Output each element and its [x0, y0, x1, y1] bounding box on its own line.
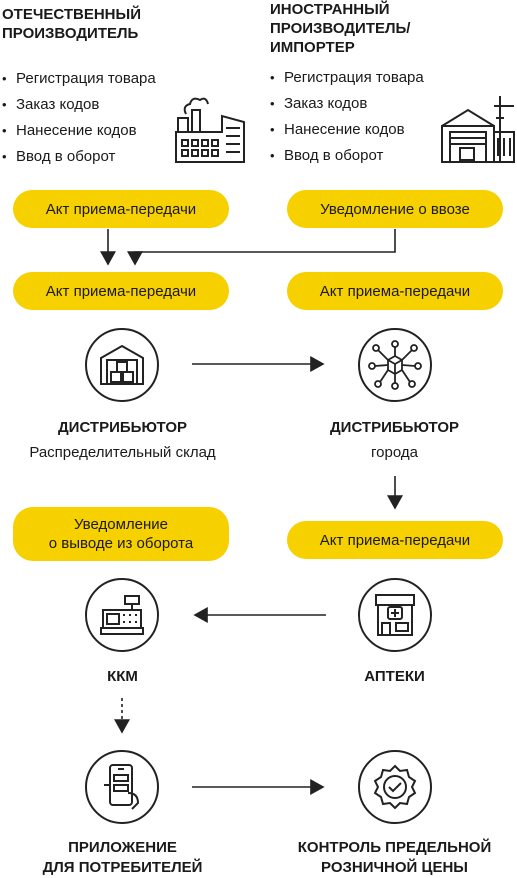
- act-transfer-pill-3: Акт приема-передачи: [287, 272, 503, 310]
- price-control-circle: [358, 750, 432, 824]
- foreign-title-line3: ИМПОРТЕР: [270, 39, 355, 56]
- arrow-import-to-act2: [127, 229, 396, 266]
- withdrawal-notice-line1: Уведомление: [73, 516, 168, 533]
- distributor-city-circle: [358, 328, 432, 402]
- warehouse-crane-icon: [441, 96, 515, 163]
- app-title: ПРИЛОЖЕНИЕ ДЛЯ ПОТРЕБИТЕЛЕЙ: [0, 838, 245, 878]
- withdrawal-notice-pill: Уведомление о выводе из оборота: [13, 507, 229, 561]
- domestic-title-line2: ПРОИЗВОДИТЕЛЬ: [2, 25, 139, 42]
- pharmacy-circle: [358, 578, 432, 652]
- cash-register-icon: [100, 595, 144, 635]
- list-item: Заказ кодов: [0, 92, 156, 118]
- list-item: Ввод в оборот: [268, 143, 424, 169]
- factory-icon: [175, 97, 245, 163]
- price-control-title-line2: РОЗНИЧНОЙ ЦЕНЫ: [321, 859, 468, 876]
- list-item: Регистрация товара: [268, 65, 424, 91]
- act-transfer-pill-2: Акт приема-передачи: [13, 272, 229, 310]
- warehouse-boxes-icon: [100, 344, 144, 385]
- foreign-title-line1: ИНОСТРАННЫЙ: [270, 1, 390, 18]
- foreign-title-line2: ПРОИЗВОДИТЕЛЬ/: [270, 20, 411, 37]
- pharmacy-icon: [375, 594, 415, 636]
- pharmacy-title: АПТЕКИ: [364, 668, 425, 685]
- foreign-steps: Регистрация товара Заказ кодов Нанесение…: [268, 65, 424, 169]
- distributor-warehouse-circle: [85, 328, 159, 402]
- foreign-title: ИНОСТРАННЫЙ ПРОИЗВОДИТЕЛЬ/ ИМПОРТЕР: [270, 0, 510, 57]
- check-badge-icon: [373, 764, 417, 810]
- list-item: Нанесение кодов: [0, 118, 156, 144]
- distribution-network-icon: [368, 340, 422, 390]
- app-title-line1: ПРИЛОЖЕНИЕ: [68, 839, 177, 856]
- list-item: Нанесение кодов: [268, 117, 424, 143]
- list-item: Ввод в оборот: [0, 144, 156, 170]
- act-transfer-pill-4: Акт приема-передачи: [287, 521, 503, 559]
- distributor-warehouse-title: ДИСТРИБЬЮТОР: [58, 419, 187, 436]
- import-notice-pill: Уведомление о ввозе: [287, 190, 503, 228]
- price-control-title: КОНТРОЛЬ ПРЕДЕЛЬНОЙ РОЗНИЧНОЙ ЦЕНЫ: [272, 838, 517, 878]
- distributor-city-subtitle: города: [371, 444, 418, 461]
- list-item: Заказ кодов: [268, 91, 424, 117]
- domestic-title: ОТЕЧЕСТВЕННЫЙ ПРОИЗВОДИТЕЛЬ: [2, 5, 202, 43]
- kkm-title: ККМ: [107, 668, 138, 685]
- distributor-city-title: ДИСТРИБЬЮТОР: [330, 419, 459, 436]
- app-circle: [85, 750, 159, 824]
- price-control-title-line1: КОНТРОЛЬ ПРЕДЕЛЬНОЙ: [297, 839, 492, 856]
- app-title-line2: ДЛЯ ПОТРЕБИТЕЛЕЙ: [42, 859, 203, 876]
- phone-scan-icon: [104, 764, 140, 810]
- domestic-title-line1: ОТЕЧЕСТВЕННЫЙ: [2, 6, 141, 23]
- list-item: Регистрация товара: [0, 66, 156, 92]
- withdrawal-notice-line2: о выводе из оборота: [48, 535, 194, 552]
- act-transfer-pill-1: Акт приема-передачи: [13, 190, 229, 228]
- domestic-steps: Регистрация товара Заказ кодов Нанесение…: [0, 66, 156, 170]
- kkm-circle: [85, 578, 159, 652]
- distributor-warehouse-subtitle: Распределительный склад: [29, 444, 216, 461]
